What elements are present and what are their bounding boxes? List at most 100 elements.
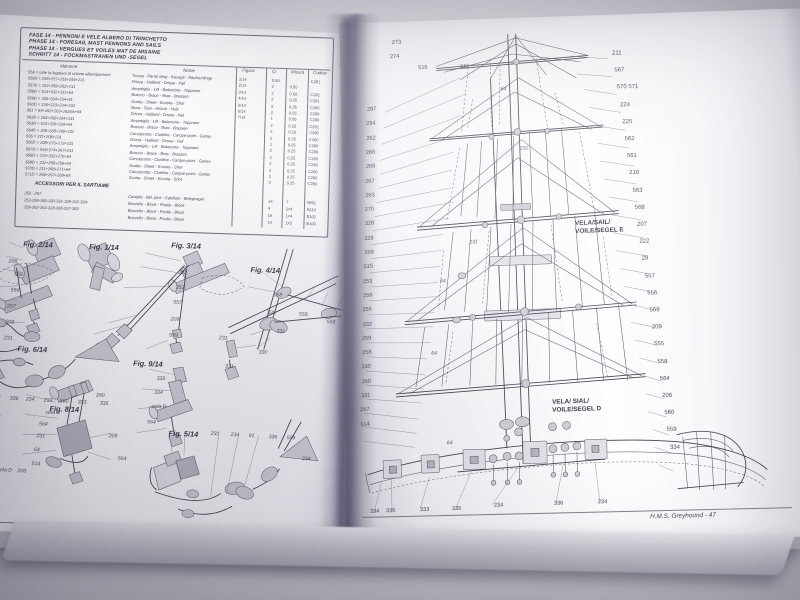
callout-label: 558 [14, 271, 23, 279]
callout-bottom-label: 333 [419, 507, 430, 514]
callout-label: 234 [230, 432, 240, 439]
callout-right-label: 222 [639, 238, 650, 245]
table-cell-misura: 0.25 [288, 129, 297, 135]
callout-label: 330 [266, 309, 276, 317]
sail-label-e: VELA/SAIL/ VOILE/SEGEL E [574, 218, 624, 235]
callout-label: 231 [219, 335, 228, 342]
table-cell-misura: 0.25 [288, 110, 297, 116]
callout-left-label: 260 [361, 378, 371, 386]
col-header-manovre: Manovre [60, 63, 78, 70]
callout-label: 260 [95, 392, 105, 399]
callout-label: 222 [178, 269, 188, 277]
table-cell-misura: 0.25 [288, 123, 297, 129]
callout-label: 330 [258, 349, 268, 356]
callout-label: 514 [31, 460, 41, 468]
callout-right-label: 557 [644, 273, 655, 280]
callout-bottom-label: 234 [597, 499, 608, 506]
figure-caption-1-14: Fig. 1/14 [89, 242, 119, 253]
table-cell-figura: 2/14 [238, 82, 247, 89]
table-cell-misura: 0.25 [287, 155, 296, 161]
table-cell-misura: 0.25 [286, 180, 295, 186]
table-cell-figura: 7/14 [237, 114, 246, 121]
callout-right-label: 207 [637, 221, 648, 228]
callout-label: vela D [0, 467, 13, 474]
callout-label: 209 [170, 316, 180, 323]
table-cell-codice: C280 [308, 142, 319, 149]
callout-bottom-label: 336 [553, 500, 564, 507]
callout-right-label: 564 [659, 375, 670, 382]
callout-left-label: 332 [362, 321, 373, 328]
callout-left-label: 263 [365, 192, 375, 199]
accessori-cell-q: 14 [267, 219, 273, 225]
table-cell-q: 2 [268, 173, 272, 179]
callout-label: 234 [25, 396, 35, 403]
callout-label: 64 [34, 447, 40, 454]
table-cell-q: 2 [270, 135, 273, 141]
table-cell-codice: C281 [310, 91, 321, 98]
table-cell-manovre: 571D = 266+267+269+64 [24, 171, 71, 179]
callout-label: 231 [210, 430, 220, 438]
table-cell-q: 2 [269, 148, 273, 154]
table-cell-codice: C280 [309, 110, 320, 117]
callout-left-label: 330 [361, 363, 372, 371]
callout-label: 335 [156, 375, 166, 383]
table-cell-codice: C280 [309, 130, 319, 136]
callout-inner-label: 231 [469, 239, 479, 246]
callout-left-label: 274 [389, 53, 400, 61]
callout-label: 557 [173, 299, 182, 306]
accessori-cell-q: 16 [267, 212, 273, 218]
table-cell-manovre: 558D = 514+332+331+64 [27, 88, 74, 96]
callout-right-label: 570 571 [617, 84, 639, 91]
table-cell-misura: 0.25 [287, 135, 296, 142]
figure-caption-5-14: Fig. 5/14 [168, 428, 199, 439]
table-cell-figura: 4/14 [238, 95, 247, 101]
table-cell-misura: 0.50 [289, 91, 298, 97]
callout-label: vela D [45, 409, 61, 417]
table-cell-misura: 0.50 [288, 116, 297, 122]
figure-caption-4-14: Fig. 4/14 [250, 265, 281, 276]
callout-right-label: 555 [654, 341, 665, 348]
table-cell-misura: 0.25 [286, 174, 295, 180]
table-cell-codice: C280 [308, 155, 319, 162]
col-header-misura: Misura [291, 69, 305, 75]
table-cell-q: 2 [270, 103, 274, 109]
rigging-plan-drawing [362, 33, 768, 513]
callout-right-label: 569 [649, 307, 660, 314]
table-cell-misura: 0.25 [287, 148, 296, 154]
table-cell-q: 2 [269, 160, 272, 166]
callout-label: 335 [99, 400, 109, 407]
callout-label: 334 [154, 389, 163, 396]
callout-bottom-label: 234 [493, 502, 504, 509]
callout-label: 331 [276, 328, 286, 335]
table-cell-manovre: 568D = 210+332+270+64 [25, 152, 72, 160]
accessori-cell-codice: B101 [306, 213, 317, 220]
callout-left-label: 258 [361, 349, 372, 357]
table-cell-codice: C280 [308, 149, 319, 155]
table-cell-nome: Mura - Tack - Amure - Hals [130, 104, 179, 112]
callout-right-label: 209 [652, 324, 663, 331]
table-cell-figura: 1/14 [238, 76, 247, 82]
callout-right-label: 224 [619, 101, 630, 108]
col-header-figura: Figura [242, 67, 255, 74]
callout-inner-label: 231 [519, 145, 529, 152]
figure-caption-2-14: Fig. 2/14 [23, 239, 53, 250]
accessori-cell-misura: 1x3 [285, 220, 293, 226]
table-cell-manovre: 567D = 516+274+267+231 [25, 146, 74, 153]
table-cell-q: 1 [269, 141, 273, 147]
left-page: FASE 14 - PENNONI E VELE ALBERO DI TRINC… [0, 13, 359, 551]
table-cell-q: 2 [270, 109, 274, 115]
accessori-cell-manovre: 255 - 257 [24, 190, 42, 196]
callout-label: 331 [225, 363, 234, 370]
callout-left-label: 328 [364, 220, 375, 228]
accessori-cell-manovre: 253-256-260-330-331-335-332-334- [24, 197, 89, 205]
table-cell-misura: 0.25 [289, 97, 298, 103]
callout-inner-label: 64 [446, 440, 453, 447]
table-cell-codice: C280 [309, 117, 320, 123]
table-cell-manovre: 562D = 264+268+264+231 [26, 114, 75, 121]
accessori-cell-q: 4 [267, 205, 271, 211]
table-cell-codice: C280 [309, 104, 320, 110]
table-cell-codice: C280 [308, 168, 318, 174]
table-cell-q: 2 [271, 84, 274, 90]
right-page-footer: H.M.S. Greyhound - 47 [650, 511, 716, 521]
